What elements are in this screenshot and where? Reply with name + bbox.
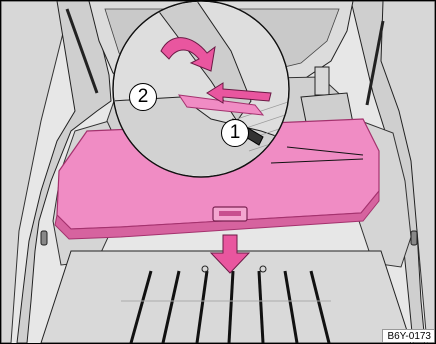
right-hook <box>411 231 417 245</box>
figure-code: B6Y-0173 <box>382 329 434 342</box>
callout-2: 2 <box>129 83 157 111</box>
callout-1: 1 <box>221 119 249 147</box>
left-hook <box>41 231 47 245</box>
cover-handle-grip <box>219 211 241 216</box>
headrest-bracket <box>315 67 329 95</box>
